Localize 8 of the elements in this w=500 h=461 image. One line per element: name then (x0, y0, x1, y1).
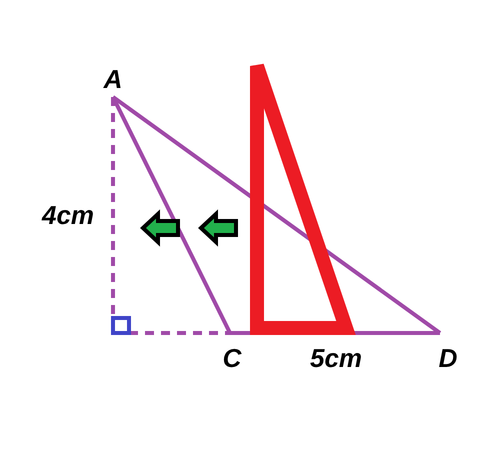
point-label: C (218, 333, 246, 371)
length-label: 4cm (42, 202, 94, 228)
triangle-side (112, 95, 442, 335)
point-label: A (98, 66, 128, 97)
point-label: D (434, 333, 462, 371)
right-angle-marker (111, 316, 131, 335)
length-label: 5cm (310, 345, 362, 371)
dashed-line (129, 331, 230, 335)
